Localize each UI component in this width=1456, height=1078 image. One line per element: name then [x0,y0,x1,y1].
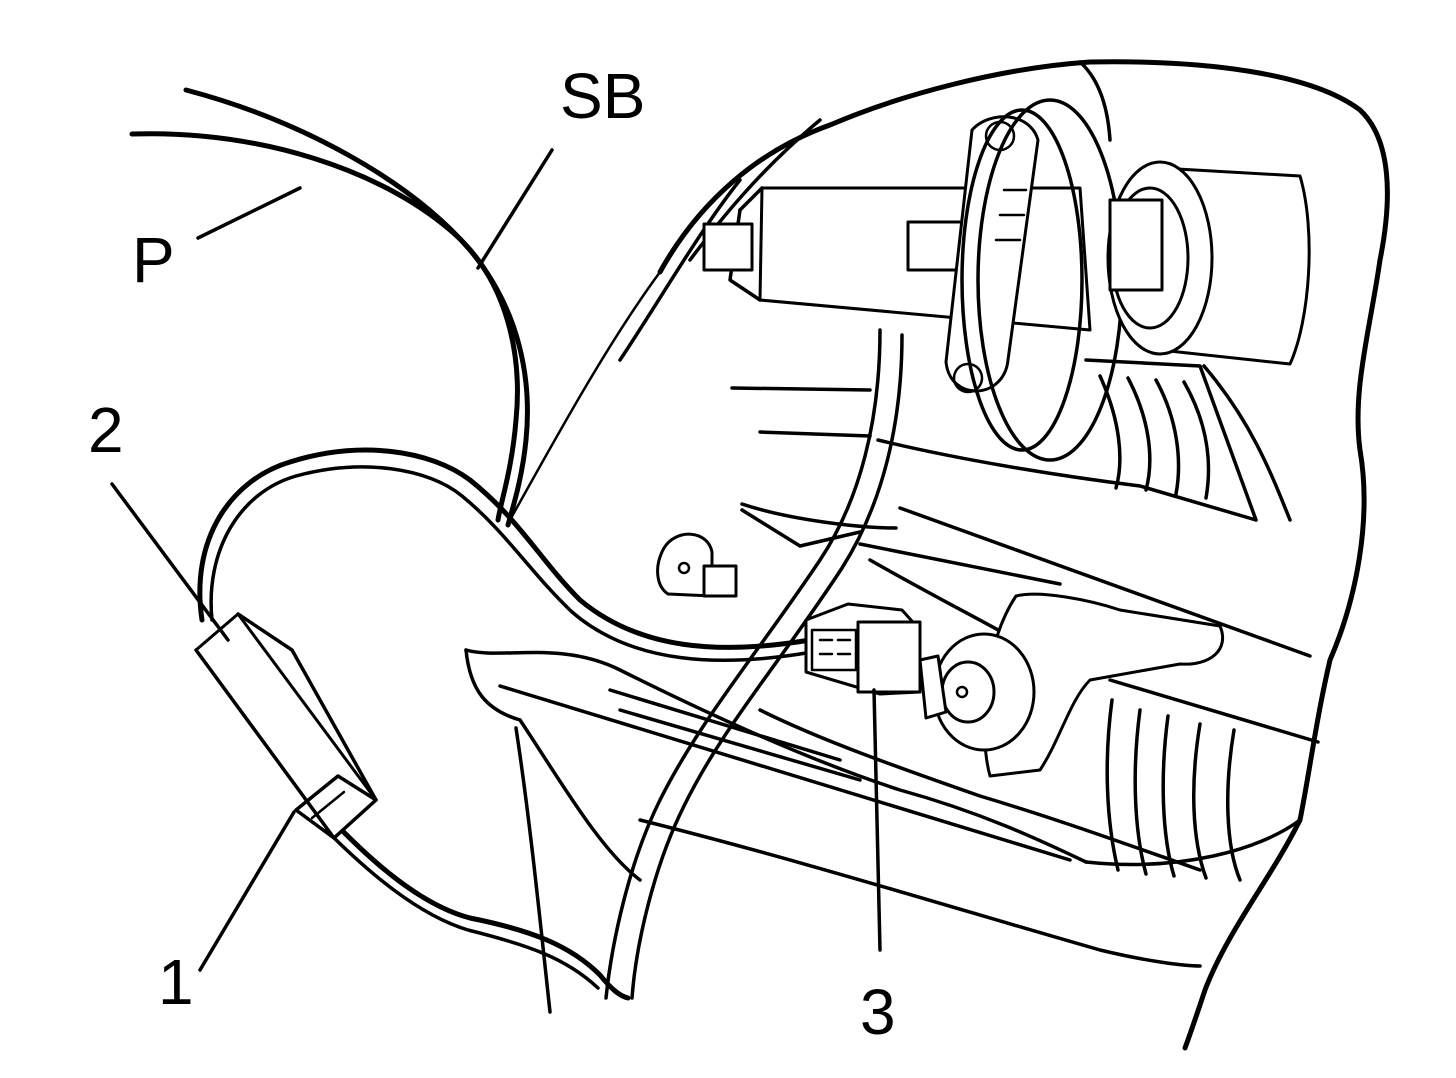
leader-lines [110,148,882,972]
track-rail [730,358,1292,522]
upper-module [702,186,1092,332]
harness-loop [197,447,814,662]
callout-sb: SB [560,60,646,132]
cable-sb [183,87,662,528]
lower-bracket [464,648,1202,1014]
callout-1: 1 [158,946,194,1018]
lower-wire [324,815,631,1001]
pulley-lower [918,592,1225,778]
sensor-box [194,612,378,840]
connector-3 [804,602,922,696]
conduit [604,328,904,1000]
lower-curved-plates [1084,698,1302,882]
bolt-upper [1106,160,1311,366]
middle-rail [740,502,1320,744]
callout-p: P [132,224,175,296]
callout-2: 2 [88,394,124,466]
housing-outline [618,59,1390,1051]
cable-p [129,131,520,523]
callout-3: 3 [860,976,896,1048]
small-clip [656,532,738,598]
